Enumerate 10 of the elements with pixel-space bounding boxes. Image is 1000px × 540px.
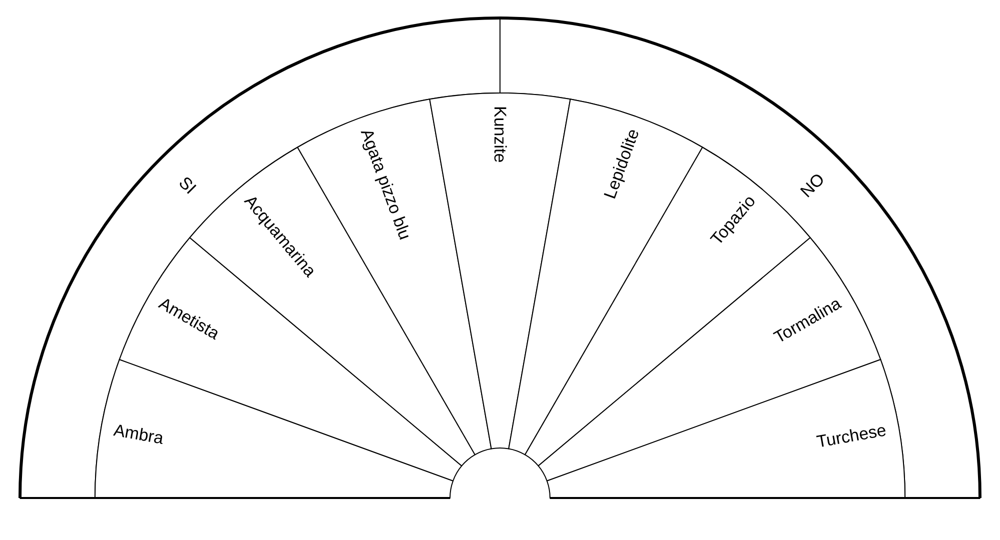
sector-label: Kunzite (490, 106, 510, 163)
chart-sector (508, 98, 703, 456)
sector-label: Turchese (815, 420, 888, 452)
answer-label: SI (175, 173, 200, 198)
chart-sector (94, 358, 454, 498)
chart-sector (546, 358, 906, 498)
answer-label: NO (796, 170, 828, 202)
sector-label: Ambra (112, 420, 165, 448)
chart-sector (429, 92, 571, 450)
sector-label: Agata pizzo blu (357, 126, 415, 242)
